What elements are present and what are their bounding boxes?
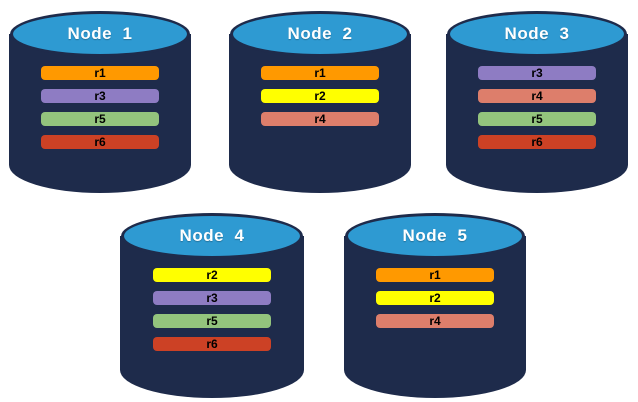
replica-list: r3 r4 r5 r6	[446, 66, 628, 149]
node-title: Node 1	[67, 24, 133, 43]
replica-list: r1 r3 r5 r6	[9, 66, 191, 149]
replica-bar: r5	[478, 112, 596, 126]
replica-bar: r6	[153, 337, 271, 351]
cylinder-top: Node 2	[230, 11, 410, 57]
replica-bar: r1	[376, 268, 494, 282]
replica-bar: r4	[376, 314, 494, 328]
replica-bar: r6	[478, 135, 596, 149]
replica-bar: r4	[261, 112, 379, 126]
replica-bar: r6	[41, 135, 159, 149]
replica-bar: r4	[478, 89, 596, 103]
cylinder-top: Node 3	[447, 11, 627, 57]
replica-bar: r2	[376, 291, 494, 305]
replica-bar: r1	[261, 66, 379, 80]
node-cylinder-1: Node 1 r1 r3 r5 r6	[9, 9, 191, 193]
node-cylinder-4: Node 4 r2 r3 r5 r6	[120, 211, 304, 398]
replica-list: r1 r2 r4	[229, 66, 411, 126]
replica-bar: r3	[153, 291, 271, 305]
replica-bar: r3	[478, 66, 596, 80]
cylinder-top: Node 4	[121, 213, 303, 259]
cylinder-top: Node 1	[10, 11, 190, 57]
replica-bar: r5	[153, 314, 271, 328]
node-cylinder-5: Node 5 r1 r2 r4	[344, 211, 526, 398]
node-title: Node 2	[287, 24, 353, 43]
node-title: Node 4	[179, 226, 245, 245]
replica-list: r1 r2 r4	[344, 268, 526, 328]
cylinder-top: Node 5	[345, 213, 525, 259]
replica-bar: r2	[261, 89, 379, 103]
replica-bar: r5	[41, 112, 159, 126]
replica-bar: r2	[153, 268, 271, 282]
replica-bar: r3	[41, 89, 159, 103]
replica-bar: r1	[41, 66, 159, 80]
node-title: Node 5	[402, 226, 468, 245]
node-cylinder-3: Node 3 r3 r4 r5 r6	[446, 9, 628, 193]
node-cylinder-2: Node 2 r1 r2 r4	[229, 9, 411, 193]
replica-list: r2 r3 r5 r6	[120, 268, 304, 351]
node-title: Node 3	[504, 24, 570, 43]
